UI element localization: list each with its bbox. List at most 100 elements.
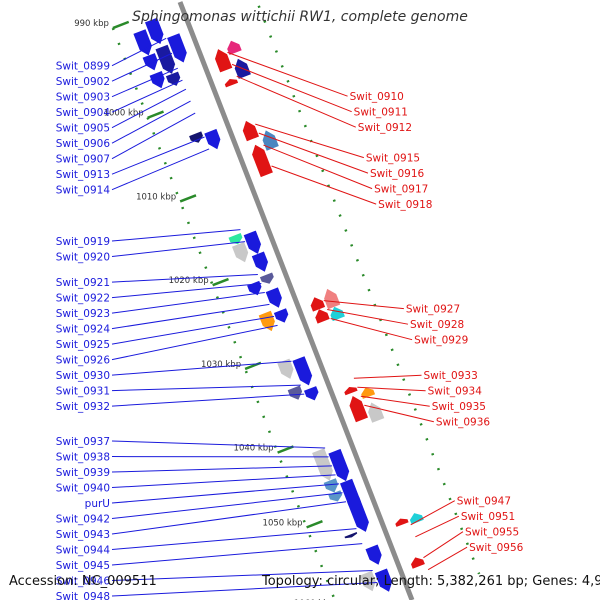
gene-label: Swit_0910 [350, 91, 404, 103]
gene-label: Swit_0927 [406, 304, 460, 316]
reverse-gene [368, 402, 385, 423]
label-layer: Swit_0899Swit_0902Swit_0903Swit_0904Swit… [56, 61, 524, 600]
kbp-label: 1010 kbp [136, 192, 176, 202]
reverse-gene [242, 120, 259, 142]
forward-gene [204, 128, 221, 150]
reverse-gene [324, 288, 341, 310]
genome-backbone [177, 1, 415, 600]
gene-label: Swit_0929 [414, 335, 468, 347]
label-leader [111, 492, 343, 520]
label-leader [263, 144, 373, 190]
forward-gene [304, 386, 319, 401]
forward-gene [251, 251, 268, 272]
label-leader [111, 360, 292, 376]
label-leader [427, 546, 468, 571]
kbp-tick [112, 20, 130, 30]
gene-label: Swit_0921 [56, 277, 110, 289]
gene-label: Swit_0922 [56, 293, 110, 305]
gene-label: Swit_0948 [56, 591, 110, 600]
label-leader [111, 384, 301, 392]
gene-label: Swit_0913 [56, 169, 110, 181]
label-leader [111, 100, 191, 144]
forward-gene [167, 33, 187, 63]
label-leader [111, 112, 196, 160]
gene-label: Swit_0918 [378, 199, 432, 211]
forward-gene [273, 308, 289, 323]
forward-gene [228, 233, 243, 245]
forward-gene [145, 17, 164, 44]
forward-gene [155, 44, 176, 74]
label-leader [111, 37, 167, 67]
gene-label: Swit_0933 [424, 370, 478, 382]
label-leader [323, 300, 404, 310]
gene-label: Swit_0915 [366, 153, 420, 165]
kbp-label: 1000 kbp [104, 109, 144, 119]
gene-label: Swit_0917 [374, 184, 428, 196]
gene-label: Swit_0926 [56, 355, 111, 367]
label-leader [364, 404, 434, 423]
gene-label: Swit_0955 [465, 527, 519, 539]
gene-label: Swit_0899 [56, 61, 110, 73]
kbp-label: 990 kbp [74, 19, 109, 29]
kbp-label: 1050 kbp [263, 518, 303, 528]
label-leader [111, 393, 305, 407]
forward-gene [142, 53, 158, 71]
label-leader [111, 229, 241, 242]
label-leader [410, 500, 455, 526]
kbp-tick [147, 110, 164, 119]
kbp-label: 1040 kbp [234, 444, 274, 454]
forward-gene [259, 272, 274, 284]
reverse-gene [315, 309, 330, 324]
label-leader [255, 123, 364, 159]
label-leader [327, 309, 409, 325]
reverse-gene [344, 387, 358, 396]
label-leader [231, 63, 352, 113]
forward-gene [374, 568, 393, 592]
gene-label: Swit_0912 [358, 122, 412, 134]
label-leader [111, 148, 210, 191]
label-leader [111, 67, 178, 98]
label-leader [111, 303, 270, 330]
gene-label: Swit_0904 [56, 107, 111, 119]
leader-layer [111, 37, 468, 597]
gene-label: Swit_0914 [56, 185, 111, 197]
label-leader [258, 132, 369, 174]
gene-label: Swit_0905 [56, 123, 110, 135]
gene-label: Swit_0937 [56, 436, 110, 448]
label-leader [111, 465, 333, 473]
label-leader [111, 324, 278, 361]
label-leader [236, 75, 356, 128]
gene-label: Swit_0906 [56, 138, 111, 150]
label-leader [111, 501, 347, 535]
kbp-label: 1030 kbp [201, 360, 241, 370]
gene-label: Swit_0934 [428, 386, 483, 398]
label-leader [111, 241, 246, 258]
kbp-tick [277, 445, 294, 454]
kbp-tick [179, 194, 197, 203]
gene-label: Swit_0916 [370, 168, 425, 180]
gene-label: Swit_0943 [56, 529, 110, 541]
label-leader [111, 136, 205, 175]
forward-gene [287, 385, 303, 400]
gene-label: Swit_0903 [56, 92, 110, 104]
forward-gene [328, 448, 350, 482]
forward-gene [133, 29, 152, 56]
gene-label: Swit_0920 [56, 252, 110, 264]
reverse-gene [262, 130, 279, 151]
gene-label: Swit_0936 [436, 417, 491, 429]
tick-track [111, 27, 337, 600]
reverse-gene [215, 49, 233, 73]
label-leader [357, 386, 426, 392]
forward-gene [189, 131, 203, 143]
gene-label: Swit_0938 [56, 452, 110, 464]
gene-label: Swit_0940 [56, 483, 110, 495]
gene-label: Swit_0939 [56, 467, 110, 479]
gene-label: Swit_0930 [56, 370, 110, 382]
gene-layer [133, 17, 425, 592]
label-leader [111, 440, 326, 449]
gene-label: Swit_0911 [354, 107, 408, 119]
label-leader [111, 581, 378, 597]
label-leader [111, 570, 373, 582]
reverse-gene [395, 518, 409, 527]
